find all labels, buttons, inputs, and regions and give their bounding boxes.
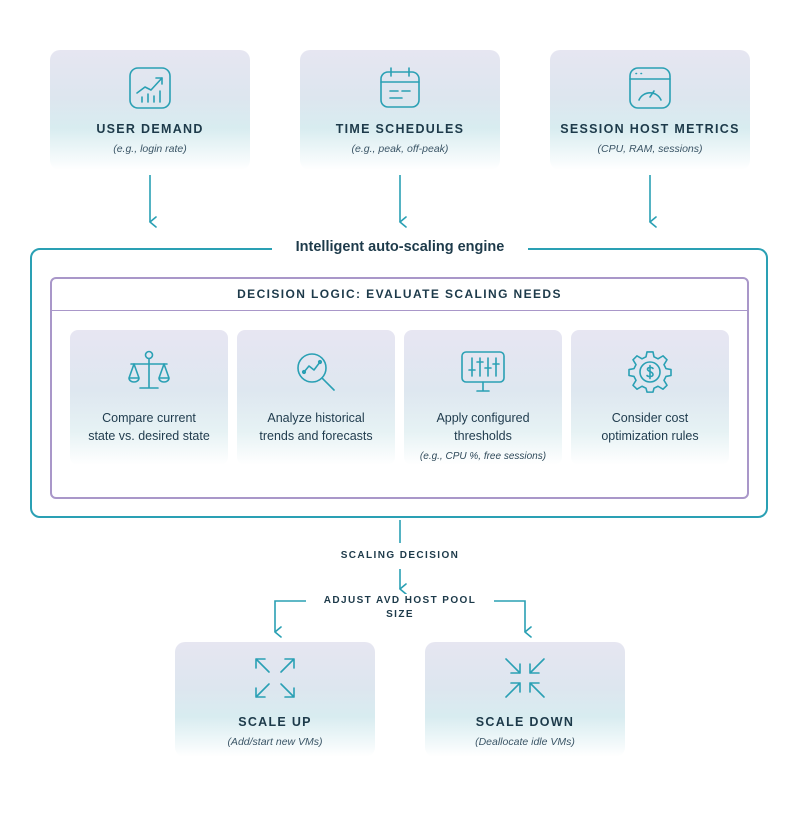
step-apply-thresholds: Apply configured thresholds (e.g., CPU %… bbox=[404, 330, 562, 465]
gauge-icon bbox=[629, 67, 671, 109]
input-subtitle: (e.g., peak, off-peak) bbox=[351, 143, 449, 155]
chart-growth-icon bbox=[129, 67, 171, 109]
step-text: Analyze historical trends and forecasts bbox=[237, 409, 395, 445]
output-card-scale-down: SCALE DOWN (Deallocate idle VMs) bbox=[425, 642, 625, 757]
step-line2: trends and forecasts bbox=[259, 429, 373, 443]
output-subtitle: (Deallocate idle VMs) bbox=[475, 736, 575, 748]
arrow-adjust-right bbox=[494, 600, 532, 638]
gear-dollar-icon bbox=[628, 351, 672, 393]
arrow-adjust-left bbox=[274, 600, 306, 638]
step-analyze-trends: Analyze historical trends and forecasts bbox=[237, 330, 395, 465]
input-title: USER DEMAND bbox=[96, 122, 204, 136]
magnifier-trend-icon bbox=[297, 353, 335, 391]
step-text: Apply configured thresholds bbox=[404, 409, 562, 445]
output-card-scale-up: SCALE UP (Add/start new VMs) bbox=[175, 642, 375, 757]
input-card-user-demand: USER DEMAND (e.g., login rate) bbox=[50, 50, 250, 170]
adjust-host-pool-label: ADJUST AVD HOST POOL SIZE bbox=[308, 594, 492, 622]
step-line2: thresholds bbox=[454, 429, 512, 443]
engine-title: Intelligent auto-scaling engine bbox=[272, 236, 528, 258]
step-line1: Compare current bbox=[102, 411, 196, 425]
calendar-icon bbox=[380, 67, 420, 108]
step-line1: Consider cost bbox=[611, 411, 689, 425]
scaling-decision-label: SCALING DECISION bbox=[320, 549, 480, 563]
input-subtitle: (e.g., login rate) bbox=[113, 143, 187, 155]
scales-icon bbox=[128, 350, 170, 389]
decision-logic-panel: DECISION LOGIC: EVALUATE SCALING NEEDS bbox=[50, 277, 749, 499]
monitor-sliders-icon bbox=[461, 351, 505, 392]
output-subtitle: (Add/start new VMs) bbox=[227, 736, 323, 748]
expand-arrows-icon bbox=[255, 658, 295, 698]
step-line2: optimization rules bbox=[601, 429, 699, 443]
input-card-session-host-metrics: SESSION HOST METRICS (CPU, RAM, sessions… bbox=[550, 50, 750, 170]
step-compare-state: Compare current state vs. desired state bbox=[70, 330, 228, 465]
decision-logic-title: DECISION LOGIC: EVALUATE SCALING NEEDS bbox=[52, 279, 747, 311]
input-title: SESSION HOST METRICS bbox=[560, 122, 740, 136]
step-text: Compare current state vs. desired state bbox=[70, 409, 228, 445]
step-text: Consider cost optimization rules bbox=[571, 409, 729, 445]
step-line1: Apply configured bbox=[436, 411, 530, 425]
step-line1: Analyze historical bbox=[267, 411, 365, 425]
step-cost-optimization: Consider cost optimization rules bbox=[571, 330, 729, 465]
output-title: SCALE DOWN bbox=[475, 715, 575, 729]
input-subtitle: (CPU, RAM, sessions) bbox=[597, 143, 703, 155]
step-subtitle: (e.g., CPU %, free sessions) bbox=[419, 451, 547, 462]
output-title: SCALE UP bbox=[238, 715, 312, 729]
collapse-arrows-icon bbox=[505, 658, 545, 698]
input-card-time-schedules: TIME SCHEDULES (e.g., peak, off-peak) bbox=[300, 50, 500, 170]
step-line2: state vs. desired state bbox=[88, 429, 210, 443]
input-title: TIME SCHEDULES bbox=[335, 122, 465, 136]
